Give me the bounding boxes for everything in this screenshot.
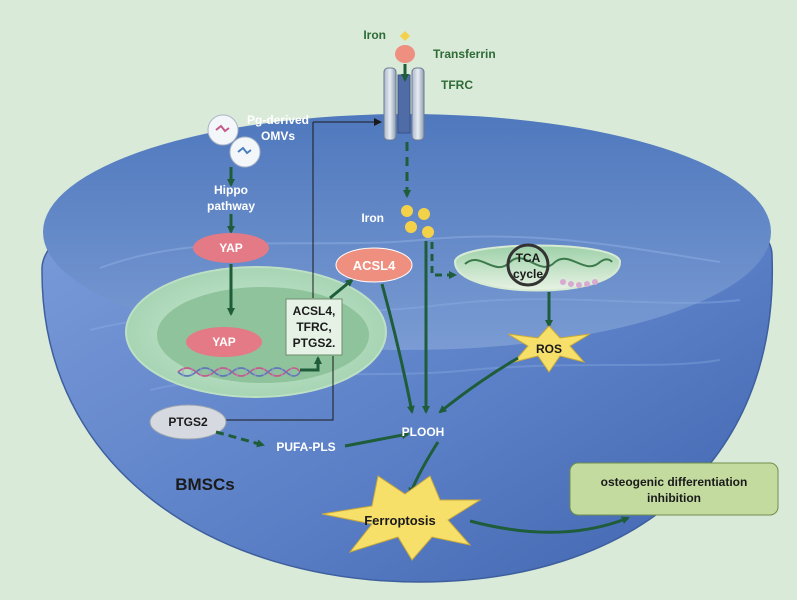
acsl4-label: ACSL4 <box>353 258 396 273</box>
transferrin-label: Transferrin <box>433 47 496 61</box>
target-genes-box <box>285 298 343 356</box>
outcome-label-line2: inhibition <box>647 491 701 505</box>
outcome-label-line1: osteogenic differentiation <box>601 475 748 489</box>
ptgs2-label: PTGS2 <box>168 415 208 429</box>
arrow-ros-to-plooh <box>438 356 519 414</box>
acsl4-node <box>335 247 413 283</box>
arrow-genes-to-ptgs2 <box>216 356 334 424</box>
dna-helix-icon <box>177 367 301 377</box>
pufa-label: PUFA-PLS <box>276 440 335 454</box>
genes-label-line2: TFRC, <box>296 320 331 334</box>
transferrin-icon <box>395 45 415 63</box>
ptgs2-node <box>149 404 227 440</box>
arrow-ferroptosis-to-outcome <box>469 516 630 534</box>
tca-cycle-icon <box>506 243 550 287</box>
plooh-label: PLOOH <box>402 425 445 439</box>
mitochondrion <box>453 244 622 292</box>
ros-star <box>507 325 591 373</box>
tca-label-line1: TCA <box>516 251 541 265</box>
tfrc-label: TFRC <box>441 78 473 92</box>
arrow-dna-to-genes <box>300 356 322 372</box>
arrow-acsl4-to-plooh <box>380 283 415 414</box>
tfrc-receptor <box>383 67 425 141</box>
bmscs-label: BMSCs <box>175 475 235 494</box>
arrow-iron-to-mitochondria <box>430 242 457 279</box>
genes-label-line1: ACSL4, <box>293 304 336 318</box>
yap-nucleus-node <box>186 327 262 357</box>
arrow-pufa-to-plooh <box>344 431 410 448</box>
genes-label-line3: PTGS2. <box>293 336 336 350</box>
outcome-box <box>569 462 779 516</box>
iron-label-inner: Iron <box>361 211 384 225</box>
omv-vesicle-icon <box>207 114 261 168</box>
arrow-ptgs2-to-pufa <box>215 430 265 448</box>
ferroptosis-star <box>321 475 482 561</box>
iron-label-top: Iron <box>363 28 386 42</box>
yap-cytoplasm-node <box>193 233 269 263</box>
yap-cytoplasm-label: YAP <box>219 241 243 255</box>
tca-label-line2: cycle <box>513 267 543 281</box>
arrow-genes-to-acsl4 <box>329 278 354 300</box>
omvs-label-line2: OMVs <box>261 129 295 143</box>
iron-particles-icon <box>401 205 434 238</box>
nucleus <box>125 266 387 398</box>
iron-icon <box>400 31 410 41</box>
hippo-label-line2: pathway <box>207 199 255 213</box>
ferroptosis-label: Ferroptosis <box>364 513 436 528</box>
yap-nucleus-label: YAP <box>212 335 236 349</box>
omvs-label-line1: Pg-derived <box>247 113 309 127</box>
hippo-label-line1: Hippo <box>214 183 248 197</box>
ros-label: ROS <box>536 342 562 356</box>
